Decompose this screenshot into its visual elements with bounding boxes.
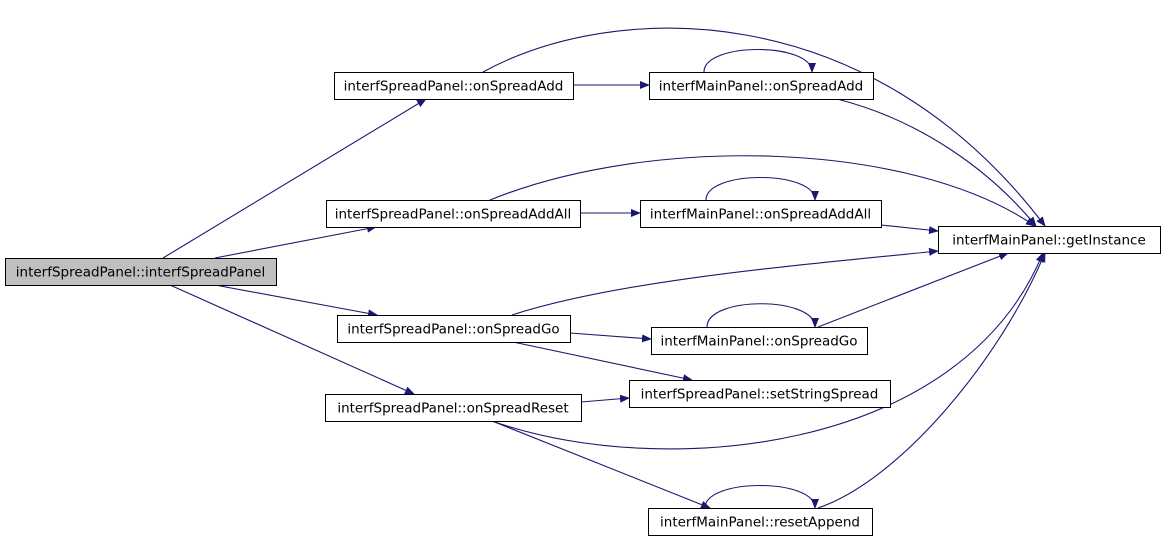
node-onSpreadAdd[interactable]: interfSpreadPanel::onSpreadAdd bbox=[334, 72, 574, 100]
node-label-resetAppend: interfMainPanel::resetAppend bbox=[660, 515, 860, 531]
node-mpAdd[interactable]: interfMainPanel::onSpreadAdd bbox=[649, 72, 874, 100]
nodes-layer: interfSpreadPanel::interfSpreadPanelinte… bbox=[5, 72, 1161, 536]
node-setStr[interactable]: interfSpreadPanel::setStringSpread bbox=[629, 380, 891, 408]
edge-ctor-to-onSpreadAddAll bbox=[214, 224, 377, 259]
node-box-onSpreadGo bbox=[337, 315, 571, 343]
node-label-onSpreadReset: interfSpreadPanel::onSpreadReset bbox=[337, 401, 568, 417]
node-box-setStr bbox=[629, 380, 891, 408]
node-mpGo[interactable]: interfMainPanel::onSpreadGo bbox=[651, 327, 868, 355]
node-box-getInstance bbox=[938, 226, 1161, 254]
edge-mpGo-to-mpGo bbox=[706, 303, 819, 328]
node-box-mpGo bbox=[651, 327, 868, 355]
node-box-onSpreadAdd bbox=[334, 72, 574, 100]
edge-onSpreadGo-to-setStr bbox=[512, 341, 693, 383]
node-label-mpAddAll: interfMainPanel::onSpreadAddAll bbox=[650, 207, 871, 223]
node-onSpreadGo[interactable]: interfSpreadPanel::onSpreadGo bbox=[337, 315, 571, 343]
node-onSpreadAddAll[interactable]: interfSpreadPanel::onSpreadAddAll bbox=[326, 200, 581, 228]
node-onSpreadReset[interactable]: interfSpreadPanel::onSpreadReset bbox=[325, 394, 582, 422]
node-label-getInstance: interfMainPanel::getInstance bbox=[952, 233, 1146, 249]
edge-onSpreadReset-to-getInstance bbox=[491, 252, 1044, 450]
edge-onSpreadGo-to-mpGo bbox=[569, 332, 652, 343]
node-label-onSpreadAddAll: interfSpreadPanel::onSpreadAddAll bbox=[335, 207, 572, 223]
edge-onSpreadReset-to-setStr bbox=[580, 394, 630, 403]
node-getInstance[interactable]: interfMainPanel::getInstance bbox=[938, 226, 1161, 254]
edge-mpAddAll-to-getInstance bbox=[880, 224, 939, 235]
edge-mpAddAll-to-mpAddAll bbox=[705, 177, 819, 201]
edge-mpAdd-to-getInstance bbox=[836, 98, 1037, 227]
edge-ctor-to-onSpreadReset bbox=[169, 284, 415, 395]
edge-onSpreadGo-to-getInstance bbox=[511, 247, 939, 316]
node-ctor[interactable]: interfSpreadPanel::interfSpreadPanel bbox=[5, 258, 277, 286]
node-box-mpAddAll bbox=[640, 200, 882, 228]
edge-ctor-to-onSpreadAdd bbox=[162, 98, 427, 259]
edge-mpGo-to-getInstance bbox=[817, 252, 1009, 328]
edge-mpAdd-to-mpAdd bbox=[703, 49, 816, 73]
edge-resetAppend-to-resetAppend bbox=[704, 484, 819, 509]
node-label-setStr: interfSpreadPanel::setStringSpread bbox=[641, 387, 879, 403]
node-label-onSpreadGo: interfSpreadPanel::onSpreadGo bbox=[347, 322, 559, 338]
node-resetAppend[interactable]: interfMainPanel::resetAppend bbox=[648, 508, 873, 536]
edges-layer bbox=[162, 27, 1046, 509]
node-label-onSpreadAdd: interfSpreadPanel::onSpreadAdd bbox=[344, 79, 564, 95]
edge-onSpreadAdd-to-getInstance bbox=[482, 27, 1046, 227]
edge-ctor-to-onSpreadGo bbox=[214, 284, 378, 318]
edge-onSpreadReset-to-resetAppend bbox=[491, 420, 711, 509]
node-box-mpAdd bbox=[649, 72, 874, 100]
node-mpAddAll[interactable]: interfMainPanel::onSpreadAddAll bbox=[640, 200, 882, 228]
edge-onSpreadAddAll-to-getInstance bbox=[489, 155, 1036, 227]
node-label-mpAdd: interfMainPanel::onSpreadAdd bbox=[659, 79, 863, 95]
node-box-resetAppend bbox=[648, 508, 873, 536]
node-label-ctor: interfSpreadPanel::interfSpreadPanel bbox=[16, 265, 265, 281]
node-box-onSpreadAddAll bbox=[326, 200, 581, 228]
node-box-onSpreadReset bbox=[325, 394, 582, 422]
edge-resetAppend-to-getInstance bbox=[817, 252, 1046, 509]
node-box-ctor bbox=[5, 258, 277, 286]
node-label-mpGo: interfMainPanel::onSpreadGo bbox=[660, 334, 857, 350]
